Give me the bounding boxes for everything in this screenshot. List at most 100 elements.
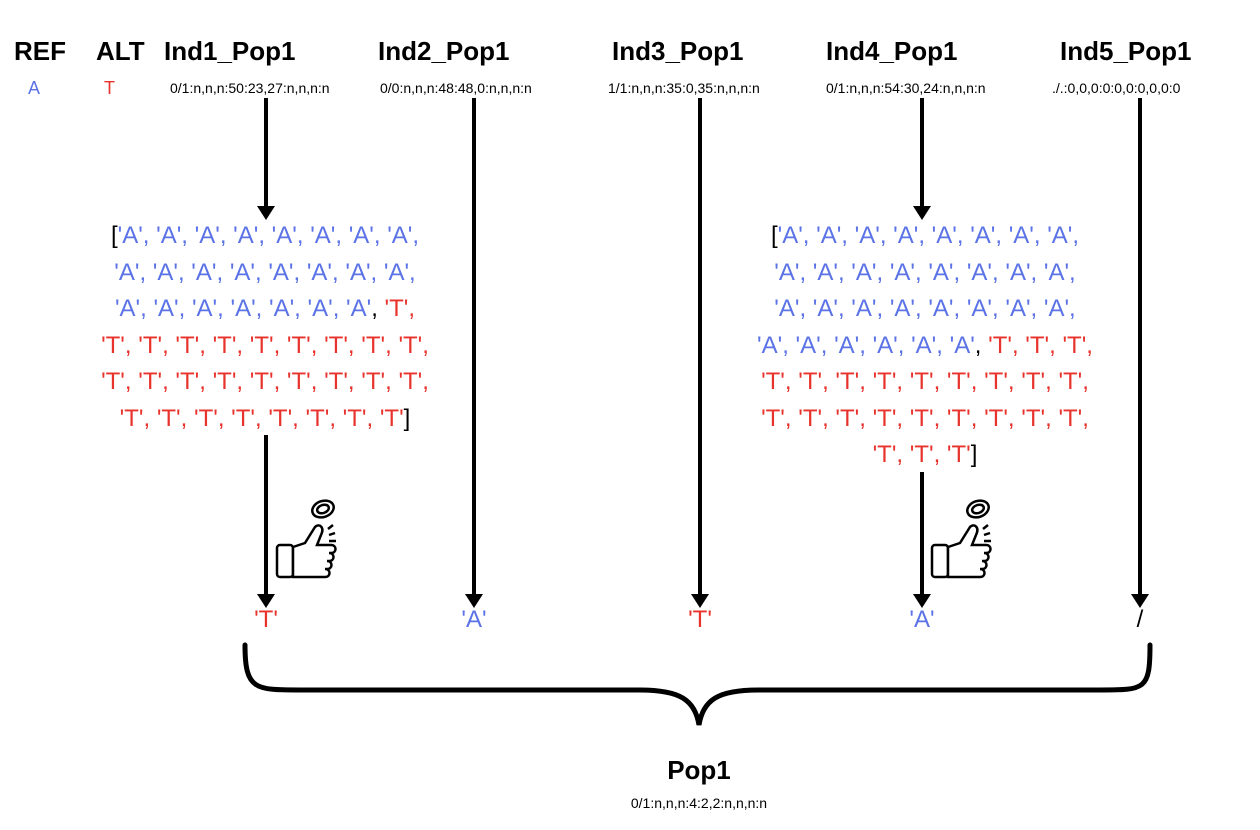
read-allele: 'T' <box>872 441 897 468</box>
read-allele: 'A' <box>854 222 880 249</box>
read-allele: 'A' <box>872 331 898 359</box>
population-genotype: 0/1:n,n,n:4:2,2:n,n,n:n <box>630 795 768 811</box>
read-allele: 'T' <box>398 368 423 395</box>
read-allele: 'A' <box>306 258 333 286</box>
ind4-read-list: ['A', 'A', 'A', 'A', 'A', 'A', 'A', 'A',… <box>757 222 1093 468</box>
read-allele: 'T' <box>1062 331 1087 359</box>
population-name: Pop1 <box>667 755 731 785</box>
ref-header: REF <box>14 36 66 66</box>
read-allele: 'A' <box>117 222 143 249</box>
read-allele: 'A' <box>812 258 838 286</box>
read-allele: 'T' <box>398 331 423 359</box>
read-allele: 'A' <box>795 331 821 359</box>
ind3-picked-allele: 'T' <box>688 606 712 633</box>
read-allele: 'A' <box>114 258 140 286</box>
read-allele: 'A' <box>928 295 954 322</box>
ind3-genotype: 1/1:n,n,n:35:0,35:n,n,n:n <box>608 80 760 96</box>
read-allele: 'A' <box>230 295 256 322</box>
read-allele: 'T' <box>946 368 971 395</box>
read-allele: 'A' <box>1047 222 1073 249</box>
read-allele: 'A' <box>970 222 996 249</box>
read-allele: 'T' <box>175 368 200 395</box>
read-allele: 'T' <box>379 404 404 432</box>
read-allele: 'T' <box>305 404 330 432</box>
read-allele: 'T' <box>384 295 409 322</box>
read-allele: 'A' <box>383 258 410 286</box>
read-allele: 'T' <box>119 404 144 432</box>
coin-flip-hand-icon <box>275 499 337 579</box>
read-allele: 'A' <box>387 222 413 249</box>
read-allele: 'A' <box>834 331 860 359</box>
read-allele: 'A' <box>851 258 877 286</box>
read-allele: 'T' <box>361 368 386 395</box>
read-allele: 'A' <box>233 222 259 249</box>
read-allele: 'T' <box>984 404 1008 432</box>
read-allele: 'T' <box>1021 404 1046 432</box>
read-allele: 'A' <box>152 258 178 286</box>
ind5-genotype: ./.:0,0,0:0:0,0:0,0,0:0 <box>1052 80 1181 96</box>
coin-flip-hand-icon <box>930 499 992 579</box>
read-allele: 'A' <box>268 258 294 286</box>
ind1-name: Ind1_Pop1 <box>164 36 296 66</box>
read-allele: 'A' <box>1005 295 1031 322</box>
read-allele: 'T' <box>988 331 1012 359</box>
read-allele: 'A' <box>153 295 179 322</box>
ind4-name: Ind4_Pop1 <box>826 36 958 66</box>
read-allele: 'A' <box>310 222 336 249</box>
read-allele: 'A' <box>1043 258 1070 286</box>
read-allele: 'T' <box>909 404 934 432</box>
read-allele: 'T' <box>361 331 386 359</box>
read-allele: 'T' <box>268 404 293 432</box>
read-allele: 'A' <box>1043 295 1070 322</box>
ind2-picked-allele: 'A' <box>461 606 487 633</box>
ind5-picked-allele: / <box>1136 606 1144 633</box>
read-allele: 'T' <box>872 368 897 395</box>
read-allele: 'A' <box>966 258 993 286</box>
read-allele: 'T' <box>138 331 163 359</box>
ref-allele: A <box>28 78 41 98</box>
read-allele: 'A' <box>229 258 255 286</box>
read-allele: 'A' <box>156 222 182 249</box>
read-allele: 'T' <box>835 404 860 432</box>
read-allele: 'A' <box>777 222 803 249</box>
read-allele: 'A' <box>851 295 877 322</box>
read-allele: 'T' <box>156 404 181 432</box>
read-allele: 'T' <box>101 331 125 359</box>
read-allele: 'A' <box>346 295 372 322</box>
read-allele: 'A' <box>269 295 295 322</box>
read-allele: 'T' <box>193 404 218 432</box>
read-allele: 'A' <box>1005 258 1031 286</box>
read-allele: 'A' <box>911 331 937 359</box>
read-allele: 'A' <box>889 295 915 322</box>
read-allele: 'T' <box>798 404 823 432</box>
read-allele: 'A' <box>757 331 783 359</box>
read-allele: 'T' <box>342 404 367 432</box>
ind4-genotype: 0/1:n,n,n:54:30,24:n,n,n:n <box>826 80 986 96</box>
read-allele: 'A' <box>1008 222 1034 249</box>
ind2-genotype: 0/0:n,n,n:48:48,0:n,n,n:n <box>380 80 532 96</box>
ind3-name: Ind3_Pop1 <box>612 36 744 66</box>
read-allele: 'A' <box>191 258 217 286</box>
read-allele: 'T' <box>835 368 860 395</box>
read-allele: 'T' <box>946 404 971 432</box>
read-allele: 'A' <box>191 295 218 322</box>
ind2-name: Ind2_Pop1 <box>378 36 510 66</box>
alt-allele: T <box>104 78 115 98</box>
read-allele: 'T' <box>872 404 897 432</box>
read-allele: 'A' <box>928 258 954 286</box>
read-allele: 'T' <box>1058 404 1083 432</box>
read-allele: 'A' <box>271 222 297 249</box>
read-allele: 'T' <box>249 331 274 359</box>
read-allele: 'A' <box>774 258 800 286</box>
read-allele: 'T' <box>101 368 125 395</box>
read-allele: 'T' <box>984 368 1008 395</box>
read-allele: 'T' <box>1025 331 1050 359</box>
read-allele: 'A' <box>966 295 993 322</box>
read-allele: 'T' <box>212 368 237 395</box>
read-allele: 'T' <box>1058 368 1083 395</box>
ind1-picked-allele: 'T' <box>254 606 278 633</box>
read-allele: 'A' <box>348 222 374 249</box>
read-allele: 'T' <box>798 368 823 395</box>
read-allele: 'A' <box>774 295 800 322</box>
